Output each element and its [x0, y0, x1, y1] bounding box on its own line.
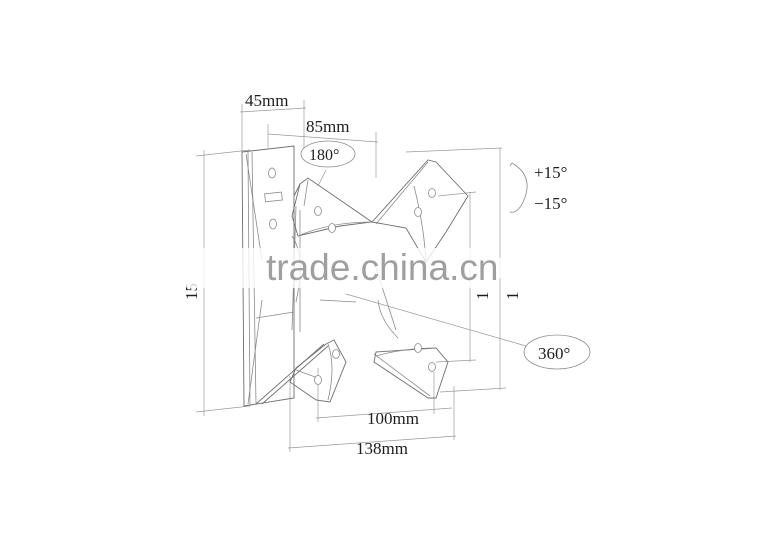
dim-138mm-label: 138mm: [356, 439, 408, 458]
angle-360-label: 360°: [538, 344, 570, 363]
angle-180-label: 180°: [309, 147, 339, 164]
angle-tilt-up-label: +15°: [534, 163, 567, 182]
dim-85mm-label: 85mm: [306, 117, 349, 136]
watermark-text: trade.china.cn: [266, 247, 498, 288]
tilt-arc-icon: [509, 162, 528, 213]
watermark: trade.china.cn: [172, 247, 502, 288]
angle-tilt-down-label: −15°: [534, 194, 567, 213]
dim-vesa-vertical-label-2: 1: [503, 292, 522, 301]
vesa-cross-plate: [289, 159, 469, 403]
angle-180-bubble: [300, 140, 356, 168]
dim-vesa-vertical-label-1: 1: [473, 292, 492, 301]
angle-360-bubble: [523, 334, 591, 370]
dim-100mm-label: 100mm: [367, 409, 419, 428]
dim-45mm-label: 45mm: [245, 91, 288, 110]
labels: 45mm 85mm 180° +15° −15° 360° 100mm 138m…: [182, 91, 591, 458]
